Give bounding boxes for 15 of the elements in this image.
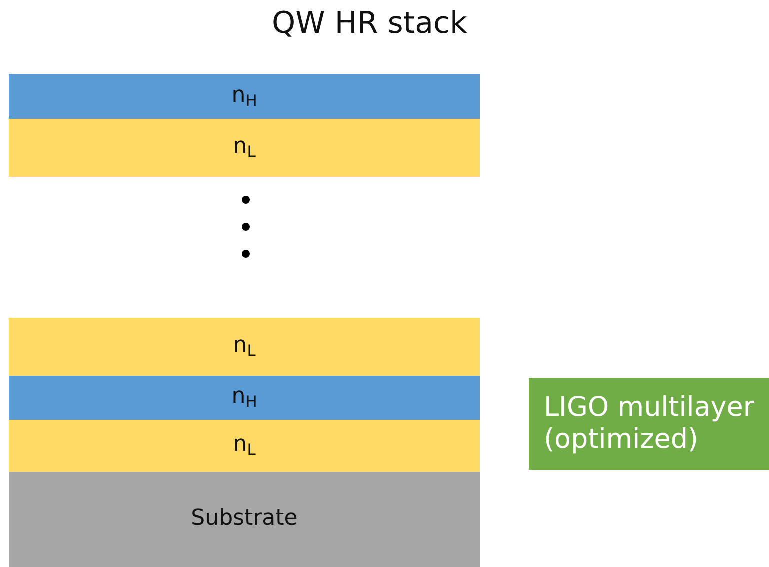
layer-label: Substrate [191,507,298,532]
low-index-layer [9,318,480,376]
substrate-layer [9,472,480,567]
high-index-layer [9,376,480,420]
diagram-title: QW HR stack [272,6,468,41]
layer-label: n$_{L}$ [233,433,256,459]
layer-label: LIGO multilayer (optimized) [544,392,756,456]
layer-label: n$_{H}$ [232,385,258,411]
layer-label: n$_{L}$ [233,135,256,161]
layer-label: n$_{H}$ [232,84,258,110]
low-index-layer [9,420,480,472]
low-index-layer [9,119,480,177]
label-box [529,378,769,470]
layer-label: n$_{L}$ [233,334,256,360]
high-index-layer [9,74,480,119]
